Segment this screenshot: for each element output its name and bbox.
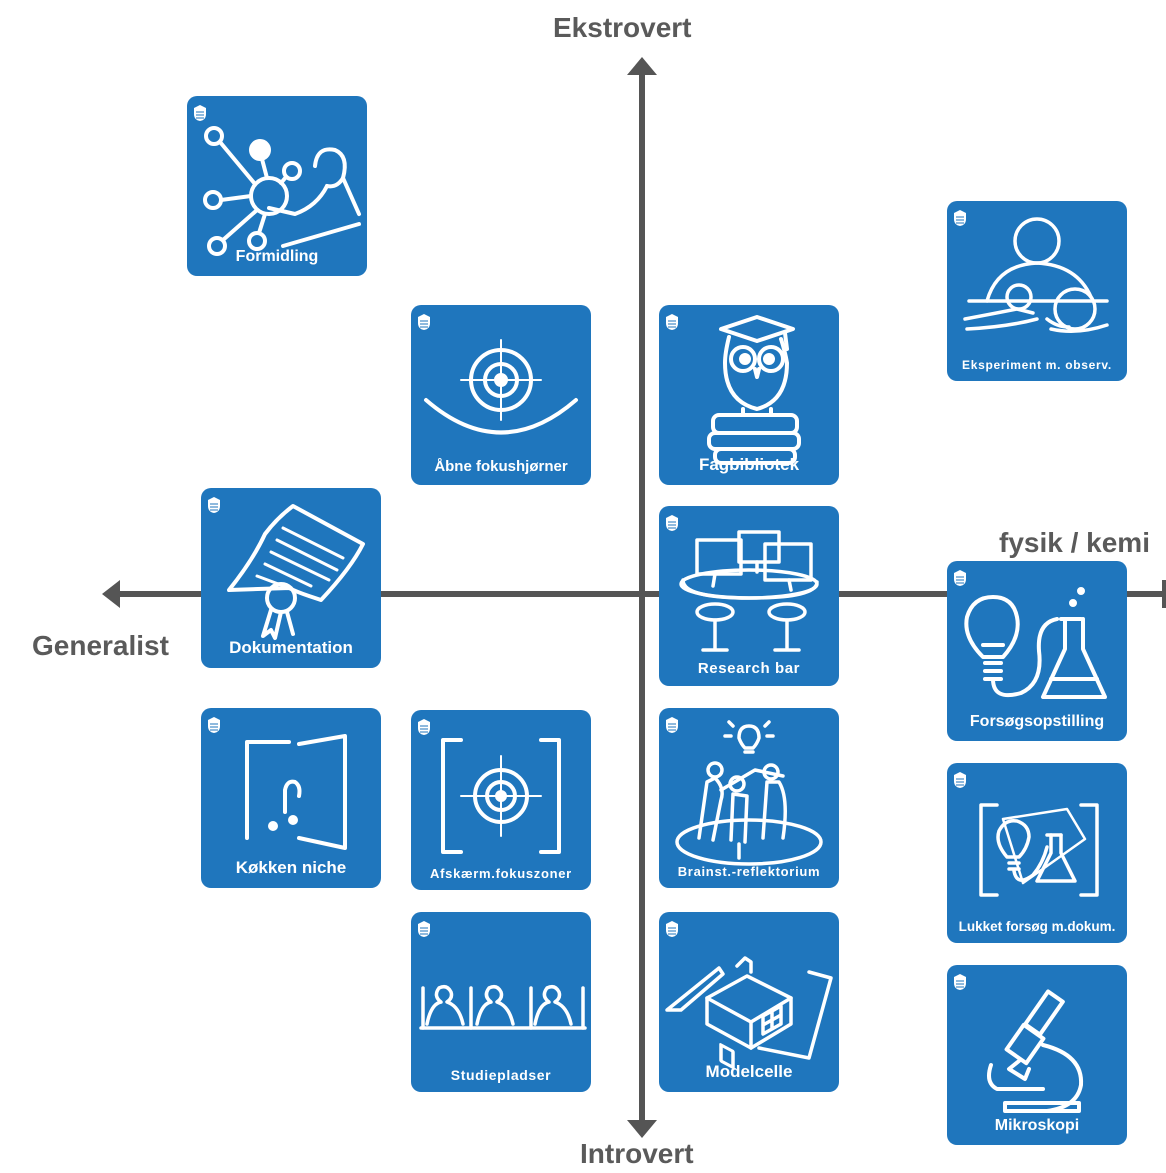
tile-fagbibliotek[interactable]: Fagbibliotek <box>659 305 839 485</box>
bracket-bulb-flask-icon <box>979 803 1099 897</box>
tile-formidling[interactable]: Formidling <box>187 96 367 276</box>
crest-icon <box>666 717 678 733</box>
tile-lukket-forsog[interactable]: Lukket forsøg m.dokum. <box>947 763 1127 943</box>
tile-label: Fagbibliotek <box>698 455 800 474</box>
arrow-left-icon <box>102 580 120 608</box>
crest-icon <box>954 570 966 586</box>
axis-label-right: fysik / kemi <box>999 527 1150 558</box>
crest-icon <box>418 314 430 330</box>
crest-icon <box>208 717 220 733</box>
axis-label-bottom: Introvert <box>580 1138 694 1169</box>
crest-icon <box>954 772 966 788</box>
tile-studiepladser[interactable]: Studiepladser <box>411 912 591 1092</box>
tile-forsogsopstilling[interactable]: Forsøgsopstilling <box>947 561 1127 741</box>
brainstorm-group-icon <box>675 720 823 866</box>
kitchen-door-icon <box>245 734 347 850</box>
tile-kokken-niche[interactable]: Køkken niche <box>201 708 381 888</box>
tile-afskaerm[interactable]: Afskærm.fokuszoner <box>411 710 591 890</box>
crest-icon <box>666 314 678 330</box>
tile-eksperiment[interactable]: Eksperiment m. observ. <box>947 201 1127 381</box>
tile-label: Dokumentation <box>229 638 353 657</box>
tile-abne-fokushjorner[interactable]: Åbne fokushjørner <box>411 305 591 485</box>
arrow-down-icon <box>627 1120 657 1138</box>
tile-label: Research bar <box>697 660 801 677</box>
crest-icon <box>666 515 678 531</box>
tile-label: Afskærm.fokuszoner <box>430 866 572 881</box>
study-desks-icon <box>419 984 587 1030</box>
crest-icon <box>954 210 966 226</box>
axis-label-top: Ekstrovert <box>553 12 692 43</box>
tile-research-bar[interactable]: Research bar <box>659 506 839 686</box>
tile-label: Brainst.-reflektorium <box>677 864 821 879</box>
tile-modelcelle[interactable]: Modelcelle <box>659 912 839 1092</box>
crest-icon <box>666 921 678 937</box>
tile-label: Forsøgsopstilling <box>969 713 1105 730</box>
person-experiment-icon <box>963 217 1109 333</box>
tile-label: Lukket forsøg m.dokum. <box>958 919 1116 934</box>
tile-label: Mikroskopi <box>994 1117 1080 1134</box>
crest-icon <box>208 497 220 513</box>
tile-brainst[interactable]: Brainst.-reflektorium <box>659 708 839 888</box>
crest-icon <box>418 719 430 735</box>
microscope-icon <box>987 989 1084 1113</box>
tile-label: Åbne fokushjørner <box>434 458 568 475</box>
bulb-flask-icon <box>964 587 1107 699</box>
certificate-icon <box>227 504 365 640</box>
crest-icon <box>954 974 966 990</box>
bracket-target-icon <box>441 738 561 854</box>
tile-label: Modelcelle <box>705 1062 793 1081</box>
tile-label: Studiepladser <box>450 1067 552 1083</box>
computers-table-icon <box>679 530 819 652</box>
model-house-icon <box>665 956 833 1070</box>
crest-icon <box>194 105 206 121</box>
tile-label: Eksperiment m. observ. <box>962 358 1112 372</box>
network-person-icon <box>203 126 361 256</box>
axis-label-left: Generalist <box>32 630 169 661</box>
tile-label: Køkken niche <box>235 858 347 877</box>
owl-books-icon <box>707 315 801 465</box>
tile-dokumentation[interactable]: Dokumentation <box>201 488 381 668</box>
open-target-icon <box>424 339 578 435</box>
arrow-up-icon <box>627 57 657 75</box>
crest-icon <box>418 921 430 937</box>
tile-mikroskopi[interactable]: Mikroskopi <box>947 965 1127 1145</box>
tile-label: Formidling <box>235 248 319 265</box>
